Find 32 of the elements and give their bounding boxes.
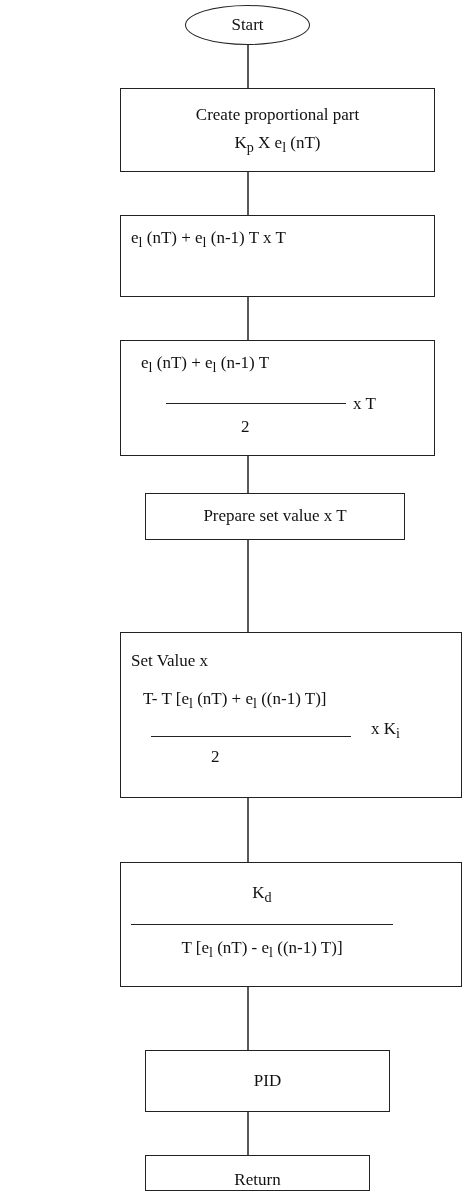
- node-text: Return: [233, 1170, 282, 1190]
- connector-line: [247, 539, 249, 633]
- process-box: [145, 493, 405, 540]
- node-text: Start: [230, 15, 265, 35]
- process-box: [120, 862, 462, 987]
- connector-line: [247, 296, 249, 341]
- node-text: Create proportional part: [194, 105, 361, 125]
- node-text: e$_{l}$ (nT) + e$_{l}$ (n-1) T x T: [131, 228, 286, 253]
- node-text: x T: [353, 394, 376, 414]
- node-text: e$_{l}$ (nT) + e$_{l}$ (n-1) T: [141, 353, 270, 378]
- node-text: PID: [252, 1071, 283, 1091]
- node-text: 2: [241, 417, 250, 437]
- connector-line: [247, 171, 249, 216]
- node-text: K$_{p}$ X e$_{l}$ (nT): [233, 133, 322, 158]
- connector-line: [247, 986, 249, 1051]
- node-text: 2: [211, 747, 220, 767]
- connector-line: [247, 455, 249, 494]
- connector-line: [247, 44, 249, 89]
- node-text: K$_{d}$: [251, 883, 273, 908]
- node-text: x K$_{i}$: [371, 719, 400, 744]
- node-text: Set Value x: [131, 651, 209, 671]
- node-text: T- T [e$_{l}$ (nT) + e$_{l}$ ((n-1) T)]: [143, 689, 327, 714]
- process-box: [120, 215, 435, 297]
- connector-line: [247, 1111, 249, 1156]
- node-text: T [e$_{l}$ (nT) - e$_{l}$ ((n-1) T)]: [180, 938, 344, 963]
- process-box: [120, 88, 435, 172]
- process-box: [145, 1050, 390, 1112]
- process-box: [120, 632, 462, 798]
- process-box: [145, 1155, 370, 1191]
- node-text: Prepare set value x T: [202, 506, 348, 526]
- connector-line: [247, 797, 249, 863]
- process-box: [120, 340, 435, 456]
